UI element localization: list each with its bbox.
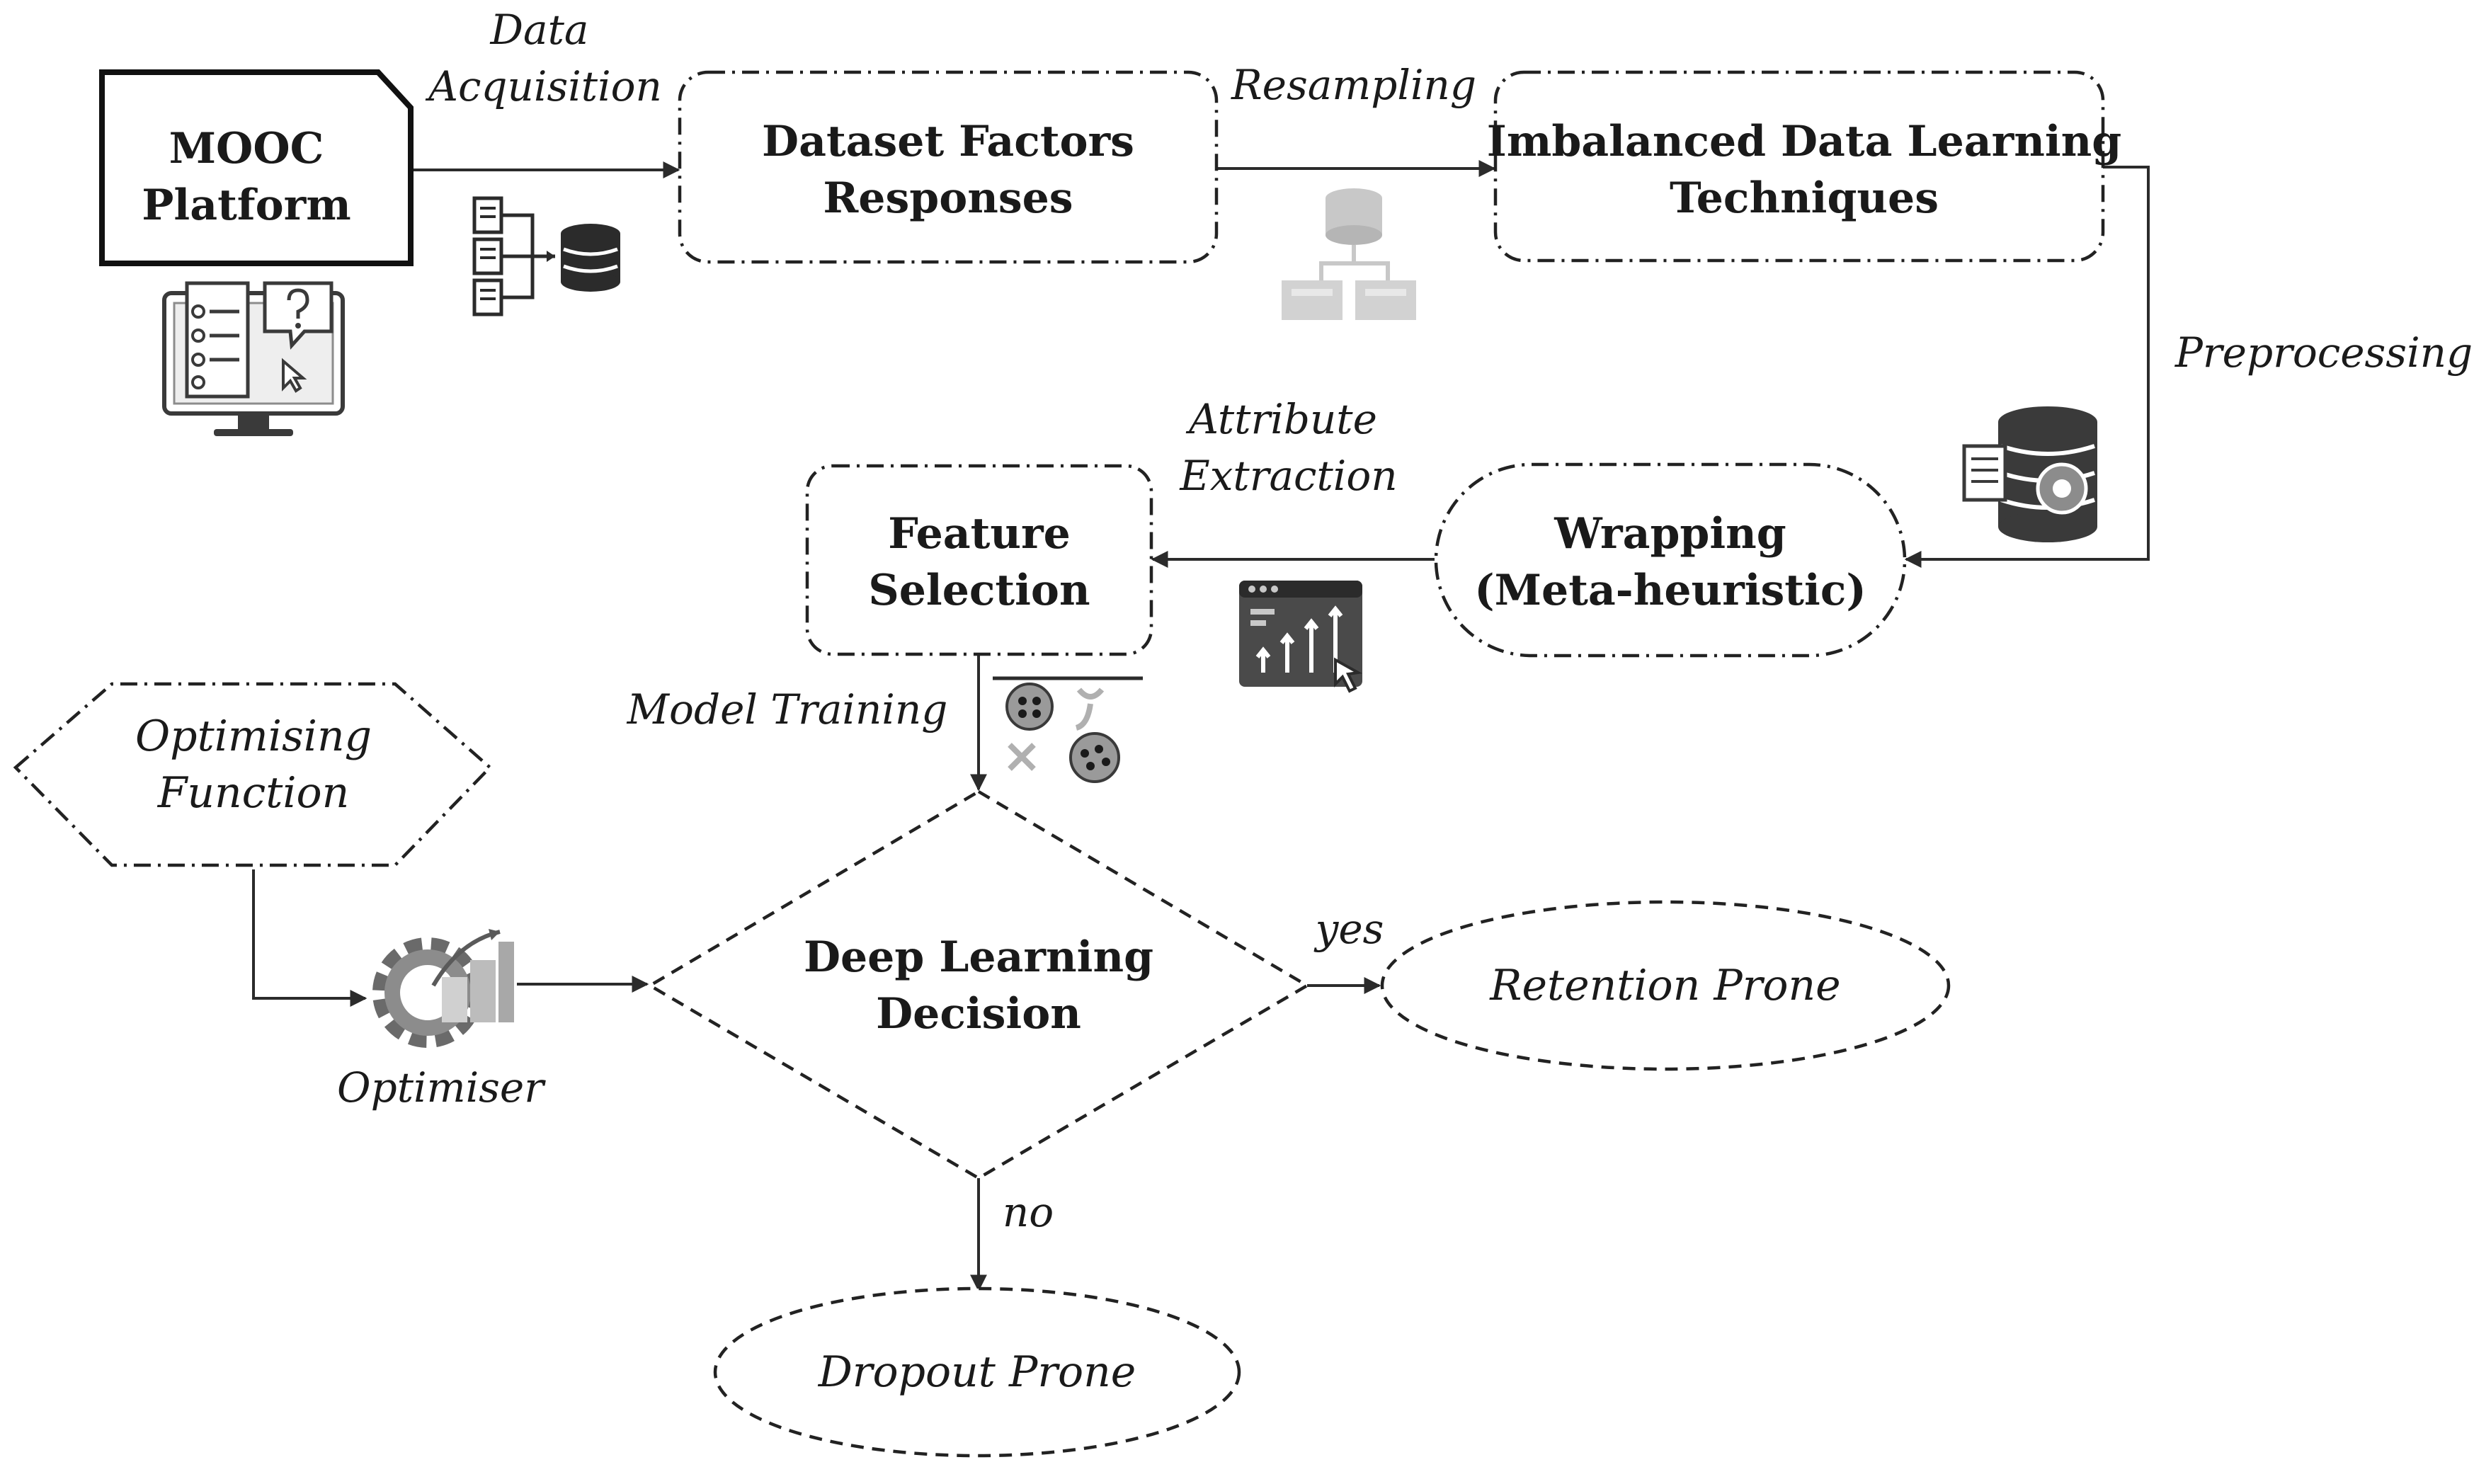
yes-label: yes (1313, 905, 1384, 953)
retention-prone-node: Retention Prone (1380, 900, 1951, 1071)
optimising-function-node: Optimising Function (13, 682, 493, 867)
wrapping-label-line2: (Meta-heuristic) (1474, 566, 1866, 615)
model-training-label: Model Training (627, 685, 948, 734)
data-acquisition-label-line2: Acquisition (425, 62, 662, 110)
imbalanced-label-line1: Imbalanced Data Learning (1487, 117, 2121, 166)
mooc-platform-node: MOOC Platform (99, 69, 414, 266)
gear-optimiser-icon (372, 929, 514, 1048)
attribute-extraction-label-line1: Attribute (1185, 395, 1377, 443)
mooc-label-line1: MOOC (169, 124, 324, 173)
dataset-label-line2: Responses (823, 173, 1073, 223)
decision-label-line2: Decision (876, 989, 1081, 1039)
database-hierarchy-icon (1282, 188, 1416, 320)
feature-selection-node: Feature Selection (805, 464, 1153, 656)
retention-label: Retention Prone (1489, 961, 1840, 1010)
data-acquisition-label-line1: Data (490, 6, 589, 54)
clustering-icon (993, 676, 1143, 783)
dropout-prone-node: Dropout Prone (713, 1286, 1241, 1458)
optimiser-label: Optimiser (337, 1063, 546, 1112)
preprocessing-label: Preprocessing (2174, 329, 2473, 377)
deep-learning-decision-node: Deep Learning Decision (646, 789, 1311, 1180)
documents-to-database-icon (472, 196, 620, 316)
dataset-label-line1: Dataset Factors (762, 117, 1134, 166)
imbalanced-techniques-node: Imbalanced Data Learning Techniques (1487, 70, 2121, 263)
feature-label-line1: Feature (888, 509, 1071, 559)
edge-optimising-to-optimiser (252, 869, 367, 1007)
edge-labels: Data Acquisition Resampling Preprocessin… (337, 6, 2473, 1236)
wrapping-node: Wrapping (Meta-heuristic) (1434, 462, 1907, 658)
no-label: no (1003, 1188, 1054, 1236)
mooc-label-line2: Platform (142, 181, 350, 230)
optimising-label-line2: Function (157, 768, 350, 818)
feature-label-line2: Selection (868, 566, 1090, 615)
imbalanced-label-line2: Techniques (1670, 173, 1939, 223)
dropout-label: Dropout Prone (818, 1347, 1136, 1397)
decision-label-line1: Deep Learning (804, 932, 1153, 982)
connectors (252, 160, 2150, 1292)
database-gear-icon (1962, 406, 2097, 542)
optimising-label-line1: Optimising (135, 712, 372, 761)
analytics-chart-icon (1239, 581, 1363, 693)
attribute-extraction-label-line2: Extraction (1179, 452, 1397, 500)
resampling-label: Resampling (1231, 61, 1476, 109)
monitor-quiz-icon (162, 281, 345, 436)
wrapping-label-line1: Wrapping (1554, 509, 1786, 559)
dataset-factors-node: Dataset Factors Responses (678, 70, 1219, 264)
edge-imbalanced-to-wrapping (1904, 166, 2150, 568)
